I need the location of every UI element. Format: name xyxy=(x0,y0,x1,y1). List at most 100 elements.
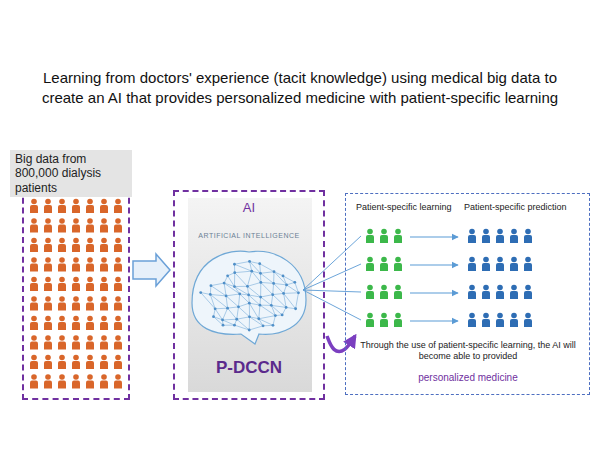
person-icon xyxy=(496,257,504,271)
network-dot xyxy=(247,294,250,297)
person-head xyxy=(381,229,387,235)
person-head xyxy=(73,238,79,244)
person-icon xyxy=(86,257,94,271)
person-body xyxy=(58,342,66,350)
person-head xyxy=(59,238,65,244)
person-icon xyxy=(394,285,402,299)
person-body xyxy=(100,205,108,213)
network-dot xyxy=(273,270,276,273)
person-icon xyxy=(72,374,80,388)
person-head xyxy=(483,229,489,235)
network-link xyxy=(210,294,226,295)
person-head xyxy=(45,218,51,224)
network-link xyxy=(249,295,260,305)
person-icon xyxy=(44,374,52,388)
result-panel: Patient-specific learningPatient-specifi… xyxy=(345,193,590,395)
network-dot xyxy=(237,305,240,308)
person-icon xyxy=(100,374,108,388)
person-icon xyxy=(86,355,94,369)
person-body xyxy=(380,291,388,299)
network-link xyxy=(273,293,284,294)
person-icon xyxy=(86,199,94,213)
person-body xyxy=(114,283,122,291)
network-link xyxy=(261,295,273,297)
person-icon xyxy=(100,199,108,213)
person-body xyxy=(72,283,80,291)
network-link xyxy=(260,264,274,272)
network-dot xyxy=(274,314,277,317)
network-link xyxy=(237,307,239,319)
person-head xyxy=(31,296,37,302)
network-link xyxy=(274,283,284,293)
column-heading: Patient-specific learning xyxy=(356,202,466,213)
person-body xyxy=(30,264,38,272)
person-head xyxy=(511,313,517,319)
person-icon xyxy=(58,316,66,330)
person-icon xyxy=(524,313,532,327)
person-head xyxy=(59,199,65,205)
person-icon xyxy=(524,285,532,299)
person-body xyxy=(114,225,122,233)
person-body xyxy=(510,235,518,243)
person-head xyxy=(469,229,475,235)
person-head xyxy=(395,285,401,291)
person-head xyxy=(31,335,37,341)
person-icon xyxy=(86,296,94,310)
network-link xyxy=(223,325,234,326)
network-link xyxy=(237,317,250,319)
person-icon xyxy=(482,229,490,243)
person-icon xyxy=(100,238,108,252)
person-head xyxy=(87,296,93,302)
person-icon xyxy=(58,238,66,252)
network-link xyxy=(259,264,261,274)
person-body xyxy=(100,244,108,252)
network-link xyxy=(238,294,239,307)
person-body xyxy=(30,205,38,213)
person-icon xyxy=(496,285,504,299)
person-icon xyxy=(100,277,108,291)
person-icon xyxy=(30,257,38,271)
person-head xyxy=(31,257,37,263)
person-body xyxy=(44,244,52,252)
network-link xyxy=(284,293,296,308)
person-icon xyxy=(30,355,38,369)
person-icon xyxy=(30,238,38,252)
person-head xyxy=(525,229,531,235)
person-icon xyxy=(496,313,504,327)
ai-box: AIARTIFICIAL INTELLIGENCEP-DCCN xyxy=(173,190,325,400)
fan-lines xyxy=(303,236,361,320)
network-dot xyxy=(212,315,215,318)
person-head xyxy=(73,374,79,380)
prediction-arrow xyxy=(410,320,458,321)
network-dot xyxy=(259,304,262,307)
person-body xyxy=(44,361,52,369)
person-icon xyxy=(524,257,532,271)
person-icon xyxy=(58,277,66,291)
person-body xyxy=(30,361,38,369)
person-body xyxy=(44,283,52,291)
network-link xyxy=(249,303,260,305)
network-dot xyxy=(214,307,217,310)
person-body xyxy=(380,263,388,271)
person-body xyxy=(58,381,66,389)
person-head xyxy=(511,285,517,291)
person-icon xyxy=(394,313,402,327)
network-link xyxy=(273,272,274,284)
person-icon xyxy=(114,355,122,369)
person-head xyxy=(73,316,79,322)
person-icon xyxy=(482,257,490,271)
person-body xyxy=(510,319,518,327)
person-icon xyxy=(114,374,122,388)
person-icon xyxy=(72,335,80,349)
network-link xyxy=(260,282,261,297)
network-dot xyxy=(233,285,236,288)
person-icon xyxy=(468,313,476,327)
network-dot xyxy=(248,329,251,332)
person-body xyxy=(366,291,374,299)
person-body xyxy=(366,235,374,243)
person-head xyxy=(87,277,93,283)
person-icon xyxy=(72,316,80,330)
person-body xyxy=(58,322,66,330)
person-body xyxy=(510,291,518,299)
person-head xyxy=(101,355,107,361)
